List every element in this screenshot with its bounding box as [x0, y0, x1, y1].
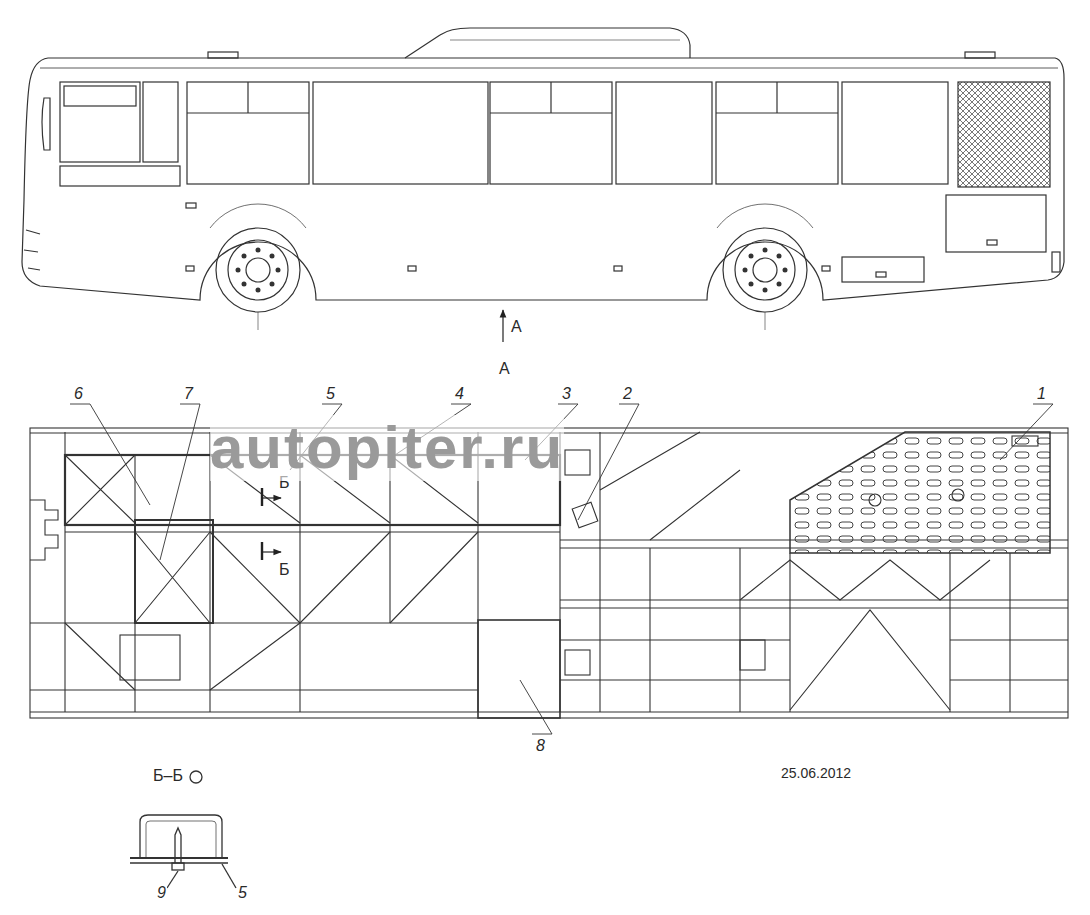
callout-number: 2 [622, 385, 633, 403]
callout-number: 8 [535, 737, 546, 755]
callout-number: 9 [156, 884, 167, 902]
view-arrow-letter: А [510, 318, 523, 336]
callout-number: 6 [73, 385, 84, 403]
callout-number: 3 [561, 385, 572, 403]
drawing-date: 25.06.2012 [780, 766, 852, 781]
callout-number: 1 [1036, 385, 1047, 403]
section-mark [262, 488, 281, 560]
callout-number: 7 [183, 385, 194, 403]
callout-number: 5 [237, 884, 248, 902]
section-letter: Б [278, 561, 291, 579]
view-title: А [498, 360, 511, 378]
section-view [130, 771, 236, 888]
section-title: Б–Б [152, 767, 184, 785]
watermark: autopiter.ru [210, 415, 564, 481]
side-view [22, 28, 1064, 330]
callout-number: 4 [454, 385, 465, 403]
callout-number: 5 [325, 385, 336, 403]
view-arrow [502, 310, 503, 342]
leader-line [70, 404, 1053, 734]
